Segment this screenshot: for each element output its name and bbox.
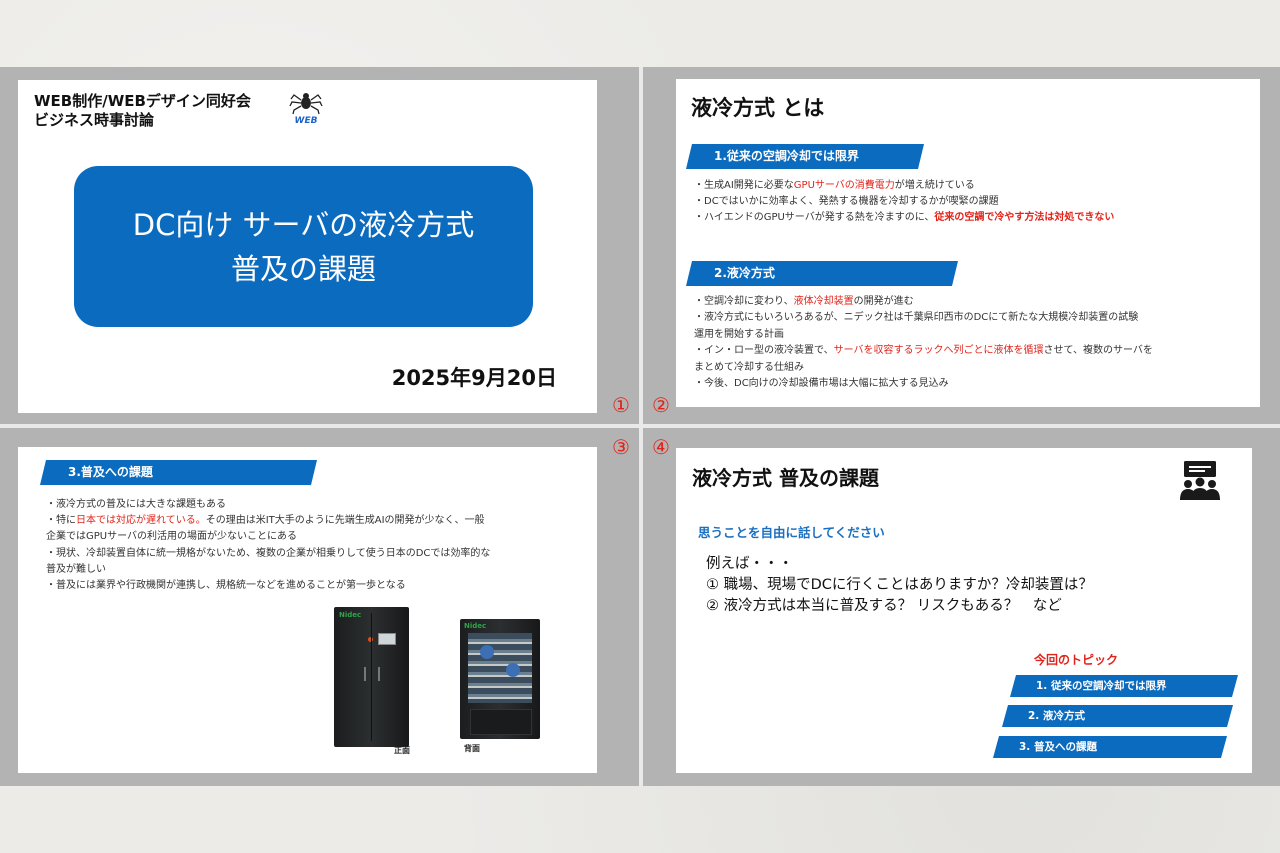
topics-heading: 今回のトピック	[1034, 653, 1119, 667]
topic-item-2: 2. 液冷方式	[1002, 705, 1233, 727]
logo-text: WEB	[295, 116, 318, 126]
slide-marker-4: ④	[652, 435, 670, 459]
slide-title: 液冷方式 とは	[691, 96, 825, 120]
piping-assembly	[468, 633, 532, 703]
slide-marker-1: ①	[612, 393, 630, 417]
highlight-text: サーバを収容するラックへ列ごとに液体を循環	[833, 345, 1044, 357]
section-1-bullets: ・生成AI開発に必要なGPUサーバの消費電力が増え続けている ・DCではいかに効…	[694, 178, 1114, 226]
highlight-text: 従来の空調で冷やす方法は対処できない	[934, 212, 1115, 223]
indicator-light	[368, 637, 373, 642]
bullet-line: 普及が難しい	[46, 563, 106, 575]
bullet-line: まとめて冷却する仕組み	[694, 361, 804, 373]
highlight-text: 液体冷却装置	[793, 296, 854, 307]
event-name: ビジネス時事討論	[34, 111, 155, 129]
control-panel	[378, 633, 396, 645]
presentation-date: 2025年9月20日	[391, 366, 557, 390]
discussion-prompt: 思うことを自由に話してください	[698, 525, 885, 540]
challenge-bullets: ・液冷方式の普及には大きな課題もある ・特に日本では対応が遅れている。その理由は…	[46, 497, 490, 594]
org-name: WEB制作/WEBデザイン同好会	[34, 92, 251, 110]
title-line-1: DC向け サーバの液冷方式	[132, 207, 475, 242]
highlight-text: 日本では対応が遅れている。	[76, 515, 206, 527]
spider-logo-icon: WEB	[289, 93, 323, 126]
bullet-line: ・現状、冷却装置自体に統一規格がないため、複数の企業が相乗りして使う日本のDCで…	[46, 547, 491, 559]
section-2-bullets: ・空調冷却に変わり、液体冷却装置の開発が進む ・液冷方式にもいろいろあるが、ニデ…	[694, 294, 1153, 392]
bullet-line: ・DCではいかに効率よく、発熱する機器を冷却するかが喫緊の課題	[694, 196, 999, 207]
bullet-line: ・液冷方式にもいろいろあるが、ニデック社は千葉県印西市のDCにて新たな大規模冷却…	[694, 312, 1139, 324]
example-line: ② 液冷方式は本当に普及する？ リスクもある？ など	[706, 598, 1062, 614]
example-line: 例えば・・・	[706, 556, 793, 572]
slide-2-overview: 液冷方式 とは 1.従来の空調冷却では限界 ・生成AI開発に必要なGPUサーバの…	[676, 79, 1260, 407]
highlight-text: GPUサーバの消費電力	[793, 180, 895, 191]
cooling-unit-back-image: Nidec	[460, 619, 540, 739]
back-caption: 背面	[464, 744, 480, 753]
slide-3-challenges: 3.普及への課題 ・液冷方式の普及には大きな課題もある ・特に日本では対応が遅れ…	[18, 447, 597, 773]
bullet-line: 運用を開始する計画	[694, 328, 784, 340]
slide-1-title: WEB制作/WEBデザイン同好会 ビジネス時事討論 WEB DC向け サーバの液…	[18, 80, 597, 413]
topic-item-3: 3. 普及への課題	[993, 736, 1227, 758]
horizontal-divider	[0, 424, 1280, 428]
section-heading-3: 3.普及への課題	[40, 460, 317, 485]
bullet-line: ・生成AI開発に必要なGPUサーバの消費電力が増え続けている	[694, 180, 975, 191]
cooling-unit-front-image: Nidec	[334, 607, 409, 747]
discussion-examples: 例えば・・・ ① 職場、現場でDCに行くことはありますか？冷却装置は？ ② 液冷…	[706, 554, 1093, 617]
meeting-people-icon	[1180, 461, 1220, 500]
bullet-line: ・特に日本では対応が遅れている。その理由は米IT大手のように先端生成AIの開発が…	[46, 515, 485, 527]
slide-4-discussion: 液冷方式 普及の課題 思うことを自由に話してください 例えば・・・ ① 職場、現…	[676, 448, 1252, 773]
topic-item-1: 1. 従来の空調冷却では限界	[1010, 675, 1238, 697]
bullet-line: ・イン・ロー型の液冷装置で、サーバを収容するラックへ列ごとに液体を循環させて、複…	[694, 345, 1153, 357]
bullet-line: ・普及には業界や行政機関が連携し、規格統一などを進めることが第一歩となる	[46, 580, 406, 592]
front-caption: 正面	[394, 746, 410, 755]
title-line-2: 普及の課題	[230, 251, 376, 286]
example-line: ① 職場、現場でDCに行くことはありますか？冷却装置は？	[706, 577, 1093, 593]
section-heading-2: 2.液冷方式	[686, 261, 958, 286]
bullet-line: ・空調冷却に変わり、液体冷却装置の開発が進む	[694, 296, 914, 307]
slide-title: 液冷方式 普及の課題	[692, 466, 879, 490]
org-heading: WEB制作/WEBデザイン同好会 ビジネス時事討論	[34, 92, 251, 130]
slide-marker-2: ②	[652, 393, 670, 417]
brand-label: Nidec	[339, 611, 362, 619]
slide-marker-3: ③	[612, 435, 630, 459]
bullet-line: ・今後、DC向けの冷却設備市場は大幅に拡大する見込み	[694, 378, 949, 390]
bullet-line: ・液冷方式の普及には大きな課題もある	[46, 499, 226, 510]
brand-label: Nidec	[464, 622, 487, 630]
bullet-line: 企業ではGPUサーバの利活用の場面が少ないことにある	[46, 531, 297, 543]
title-box: DC向け サーバの液冷方式 普及の課題	[74, 166, 533, 327]
bullet-line: ・ハイエンドのGPUサーバが発する熱を冷ますのに、従来の空調で冷やす方法は対処で…	[694, 212, 1115, 223]
section-heading-1: 1.従来の空調冷却では限界	[686, 144, 924, 169]
